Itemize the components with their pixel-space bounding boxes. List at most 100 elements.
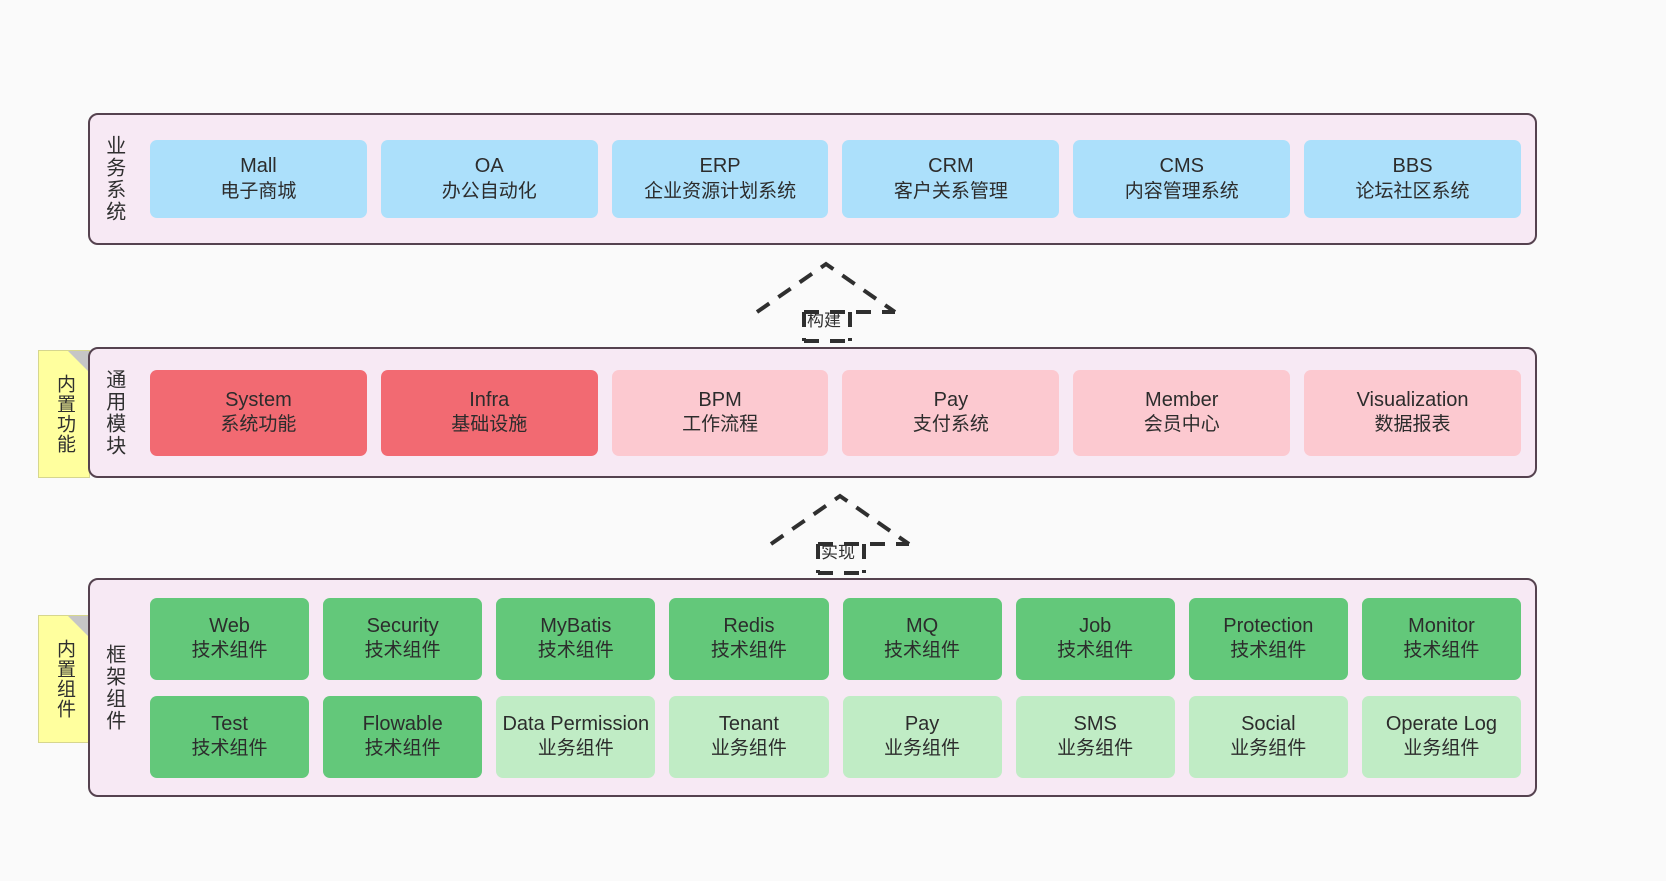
node-protection[interactable]: Protection 技术组件	[1188, 597, 1348, 680]
node-subtitle: 基础设施	[451, 414, 528, 436]
node-title: Job	[1079, 614, 1112, 637]
node-subtitle: 支付系统	[912, 414, 989, 436]
node-bbs[interactable]: BBS 论坛社区系统	[1304, 140, 1521, 218]
node-title: Pay	[933, 388, 969, 411]
node-row: System 系统功能 Infra 基础设施 BPM 工作流程 Pay 支付系统…	[150, 369, 1521, 456]
node-title: BBS	[1392, 155, 1433, 178]
layer-body-business-systems: Mall 电子商城 OA 办公自动化 ERP 企业资源计划系统 CRM 客户关系…	[136, 115, 1535, 243]
node-subtitle: 数据报表	[1374, 414, 1451, 436]
node-test[interactable]: Test 技术组件	[150, 695, 310, 778]
node-row: Test 技术组件 Flowable 技术组件 Data Permission …	[150, 695, 1521, 778]
node-title: MQ	[905, 614, 939, 637]
node-subtitle: 客户关系管理	[893, 180, 1008, 202]
node-title: BPM	[698, 388, 742, 411]
connector-label-implement: 实现	[821, 543, 855, 562]
layer-body-common-modules: System 系统功能 Infra 基础设施 BPM 工作流程 Pay 支付系统…	[136, 349, 1535, 476]
layer-title-framework-components: 框架组件	[102, 643, 125, 732]
node-security[interactable]: Security 技术组件	[323, 597, 483, 680]
node-title: Social	[1241, 712, 1296, 735]
node-title: CRM	[928, 155, 974, 178]
sticky-note-label: 内置组件	[54, 639, 76, 719]
node-title: Mall	[240, 155, 277, 178]
node-title: SMS	[1073, 712, 1117, 735]
node-title: Redis	[723, 614, 775, 637]
node-system[interactable]: System 系统功能	[150, 369, 367, 456]
node-title: Flowable	[362, 712, 443, 735]
node-subtitle: 内容管理系统	[1124, 180, 1239, 202]
node-pay-component[interactable]: Pay 业务组件	[842, 695, 1002, 778]
node-subtitle: 技术组件	[1057, 640, 1134, 662]
node-pay-module[interactable]: Pay 支付系统	[842, 369, 1060, 456]
node-member[interactable]: Member 会员中心	[1073, 369, 1291, 456]
node-sms[interactable]: SMS 业务组件	[1015, 695, 1175, 778]
node-title: Visualization	[1356, 388, 1469, 411]
node-web[interactable]: Web 技术组件	[150, 597, 310, 680]
node-subtitle: 论坛社区系统	[1355, 180, 1470, 202]
node-subtitle: 业务组件	[537, 738, 614, 760]
node-erp[interactable]: ERP 企业资源计划系统	[611, 140, 829, 218]
node-subtitle: 业务组件	[1057, 738, 1134, 760]
node-title: Security	[366, 614, 439, 637]
node-infra[interactable]: Infra 基础设施	[380, 369, 598, 456]
node-title: OA	[474, 155, 504, 178]
node-subtitle: 技术组件	[1230, 640, 1307, 662]
node-subtitle: 会员中心	[1143, 414, 1220, 436]
node-subtitle: 电子商城	[220, 180, 297, 202]
node-subtitle: 技术组件	[710, 640, 787, 662]
node-title: Operate Log	[1385, 712, 1498, 735]
node-row: Web 技术组件 Security 技术组件 MyBatis 技术组件 Redi…	[150, 597, 1521, 680]
node-title: Web	[209, 614, 250, 637]
node-subtitle: 技术组件	[191, 738, 268, 760]
node-title: Monitor	[1408, 614, 1475, 637]
node-subtitle: 技术组件	[1403, 640, 1480, 662]
node-crm[interactable]: CRM 客户关系管理	[842, 140, 1060, 218]
node-subtitle: 技术组件	[884, 640, 961, 662]
node-operate-log[interactable]: Operate Log 业务组件	[1361, 695, 1521, 778]
node-title: Protection	[1223, 614, 1314, 637]
node-title: MyBatis	[540, 614, 612, 637]
node-oa[interactable]: OA 办公自动化	[380, 140, 598, 218]
node-title: Test	[211, 712, 248, 735]
node-subtitle: 技术组件	[537, 640, 614, 662]
node-job[interactable]: Job 技术组件	[1015, 597, 1175, 680]
node-title: Infra	[469, 388, 510, 411]
node-visualization[interactable]: Visualization 数据报表	[1304, 369, 1521, 456]
node-data-permission[interactable]: Data Permission 业务组件	[496, 695, 656, 778]
layer-body-framework-components: Web 技术组件 Security 技术组件 MyBatis 技术组件 Redi…	[136, 580, 1535, 795]
generalization-arrow-icon	[769, 493, 911, 575]
node-subtitle: 技术组件	[364, 738, 441, 760]
connector-build: 构建	[755, 258, 900, 343]
layer-title-business-systems: 业务系统	[102, 135, 125, 223]
node-subtitle: 工作流程	[682, 414, 759, 436]
node-title: Member	[1145, 388, 1219, 411]
node-title: CMS	[1159, 155, 1204, 178]
node-tenant[interactable]: Tenant 业务组件	[669, 695, 829, 778]
node-subtitle: 业务组件	[710, 738, 787, 760]
node-mall[interactable]: Mall 电子商城	[150, 140, 367, 218]
node-social[interactable]: Social 业务组件	[1188, 695, 1348, 778]
node-subtitle: 业务组件	[884, 738, 961, 760]
layer-title-common-modules: 通用模块	[102, 368, 125, 457]
node-title: System	[225, 388, 292, 411]
node-monitor[interactable]: Monitor 技术组件	[1361, 597, 1521, 680]
generalization-arrow-icon	[755, 261, 897, 343]
node-subtitle: 技术组件	[364, 640, 441, 662]
node-title: Pay	[904, 712, 940, 735]
sticky-note-builtin-components: 内置组件	[38, 615, 90, 743]
node-subtitle: 企业资源计划系统	[644, 180, 797, 202]
node-flowable[interactable]: Flowable 技术组件	[323, 695, 483, 778]
connector-label-build: 构建	[807, 311, 841, 330]
node-mq[interactable]: MQ 技术组件	[842, 597, 1002, 680]
node-title: Data Permission	[502, 712, 650, 735]
note-fold-corner-icon	[68, 616, 89, 637]
node-title: Tenant	[718, 712, 779, 735]
layer-framework-components: 框架组件 Web 技术组件 Security 技术组件 MyBatis 技术组件…	[88, 578, 1537, 797]
node-subtitle: 办公自动化	[441, 180, 537, 202]
node-subtitle: 技术组件	[191, 640, 268, 662]
node-redis[interactable]: Redis 技术组件	[669, 597, 829, 680]
node-cms[interactable]: CMS 内容管理系统	[1073, 140, 1291, 218]
node-subtitle: 业务组件	[1403, 738, 1480, 760]
node-bpm[interactable]: BPM 工作流程	[611, 369, 829, 456]
node-mybatis[interactable]: MyBatis 技术组件	[496, 597, 656, 680]
